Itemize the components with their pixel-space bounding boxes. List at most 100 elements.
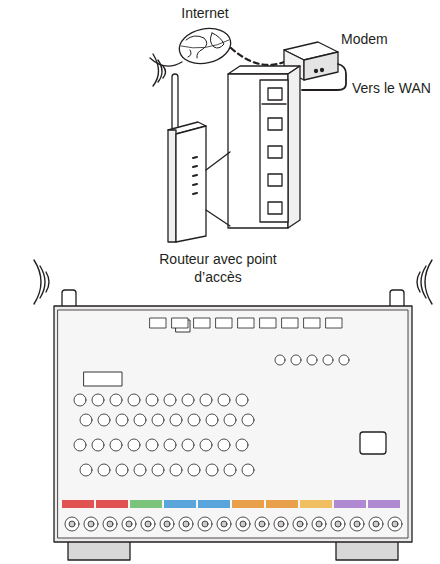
av-receiver-part-part [62,500,94,508]
av-receiver-part-part [122,517,136,531]
av-receiver-part-part [224,414,236,426]
av-receiver-part-part [369,517,383,531]
wan-label: Vers le WAN [352,79,431,97]
access-point-part [176,126,206,242]
av-receiver-part-part [65,517,79,531]
av-receiver-part-part [368,500,400,508]
av-receiver-part-part [182,394,194,406]
av-receiver-part-part [152,464,164,476]
av-receiver-part-part [260,318,276,328]
access-point-part [193,184,197,185]
internet-label: Internet [181,4,228,22]
globe-icon-part [186,33,224,58]
av-receiver-part-part [242,414,254,426]
router-switch-part [268,146,282,158]
av-receiver-part-part [146,394,158,406]
av-receiver-part-part [354,521,360,527]
av-receiver-part-part [339,355,349,365]
internet-link [231,48,284,65]
av-receiver-part-part [335,521,341,527]
access-point [153,54,230,242]
modem-label: Modem [341,30,388,48]
av-receiver-part-part [216,318,232,328]
av-receiver-part-part [373,521,379,527]
router-switch-part [268,202,282,214]
av-receiver-part-part [282,318,298,328]
av-receiver-part-part [291,355,301,365]
av-receiver-part-part [160,517,174,531]
av-receiver-part-part [194,318,210,328]
av-receiver-part [417,260,432,304]
av-receiver-part-part [259,521,265,527]
av-receiver-part-part [200,394,212,406]
av-receiver-part [68,540,130,560]
av-receiver-part [336,540,398,560]
av-receiver-part-part [388,517,402,531]
av-receiver-part-part [128,394,140,406]
av-receiver-part-part [152,414,164,426]
av-receiver-part-part [96,500,128,508]
av-receiver-part-part [275,355,285,365]
av-receiver-part-part [80,414,92,426]
av-receiver-part-part [92,439,104,451]
av-receiver-part [54,306,412,542]
access-point-part [153,54,166,86]
av-receiver-part-part [188,464,200,476]
av-receiver-part-part [350,517,364,531]
access-point-part [172,74,178,130]
av-receiver-part-part [110,439,122,451]
av-receiver-part-part [238,318,254,328]
av-receiver-part-part [307,355,317,365]
av-receiver-part-part [182,439,194,451]
modem-icon-part [315,70,318,73]
av-receiver-part-part [240,521,246,527]
av-receiver-part-part [170,464,182,476]
av-receiver-part-part [266,500,298,508]
av-receiver-part-part [221,521,227,527]
av-receiver-part-part [164,394,176,406]
av-receiver-part-part [164,439,176,451]
av-receiver-part-part [293,517,307,531]
router-switch-part [268,88,282,100]
access-point-part [206,152,230,170]
av-receiver-part-part [206,414,218,426]
av-receiver-part-part [202,521,208,527]
router-switch-part [288,66,300,228]
av-receiver-part-part [164,521,170,527]
av-receiver-part-part [110,394,122,406]
av-receiver-part-part [392,521,398,527]
av-receiver-part-part [224,464,236,476]
av-receiver-part-part [145,521,151,527]
access-point-part [193,157,197,158]
modem-icon-part [321,69,324,72]
av-receiver-part-part [274,517,288,531]
av-receiver-part-part [334,500,366,508]
av-receiver-part-part [236,439,248,451]
router-switch-part [262,103,286,104]
av-receiver-part-part [150,318,166,328]
av-receiver-part-part [218,439,230,451]
av-receiver-part-part [312,517,326,531]
av-receiver-part-part [146,439,158,451]
av-receiver-part-part [98,464,110,476]
av-receiver-part-part [107,521,113,527]
network-illustration-part [34,24,432,560]
globe-icon [150,24,234,68]
wan-cable [302,64,346,90]
av-receiver-part-part [92,394,104,406]
av-receiver-part-part [331,517,345,531]
av-receiver-part-part [141,517,155,531]
av-receiver-part-part [116,414,128,426]
av-receiver-part-part [297,521,303,527]
access-point-part [193,175,197,176]
av-receiver-part-part [236,517,250,531]
av-receiver-part-part [236,394,248,406]
av-receiver-part-part [323,355,333,365]
av-receiver-part-part [255,517,269,531]
av-receiver-part-part [198,517,212,531]
access-point-part [193,193,197,194]
av-receiver-part-part [103,517,117,531]
access-point-part [206,210,230,226]
av-receiver-part [58,310,408,538]
